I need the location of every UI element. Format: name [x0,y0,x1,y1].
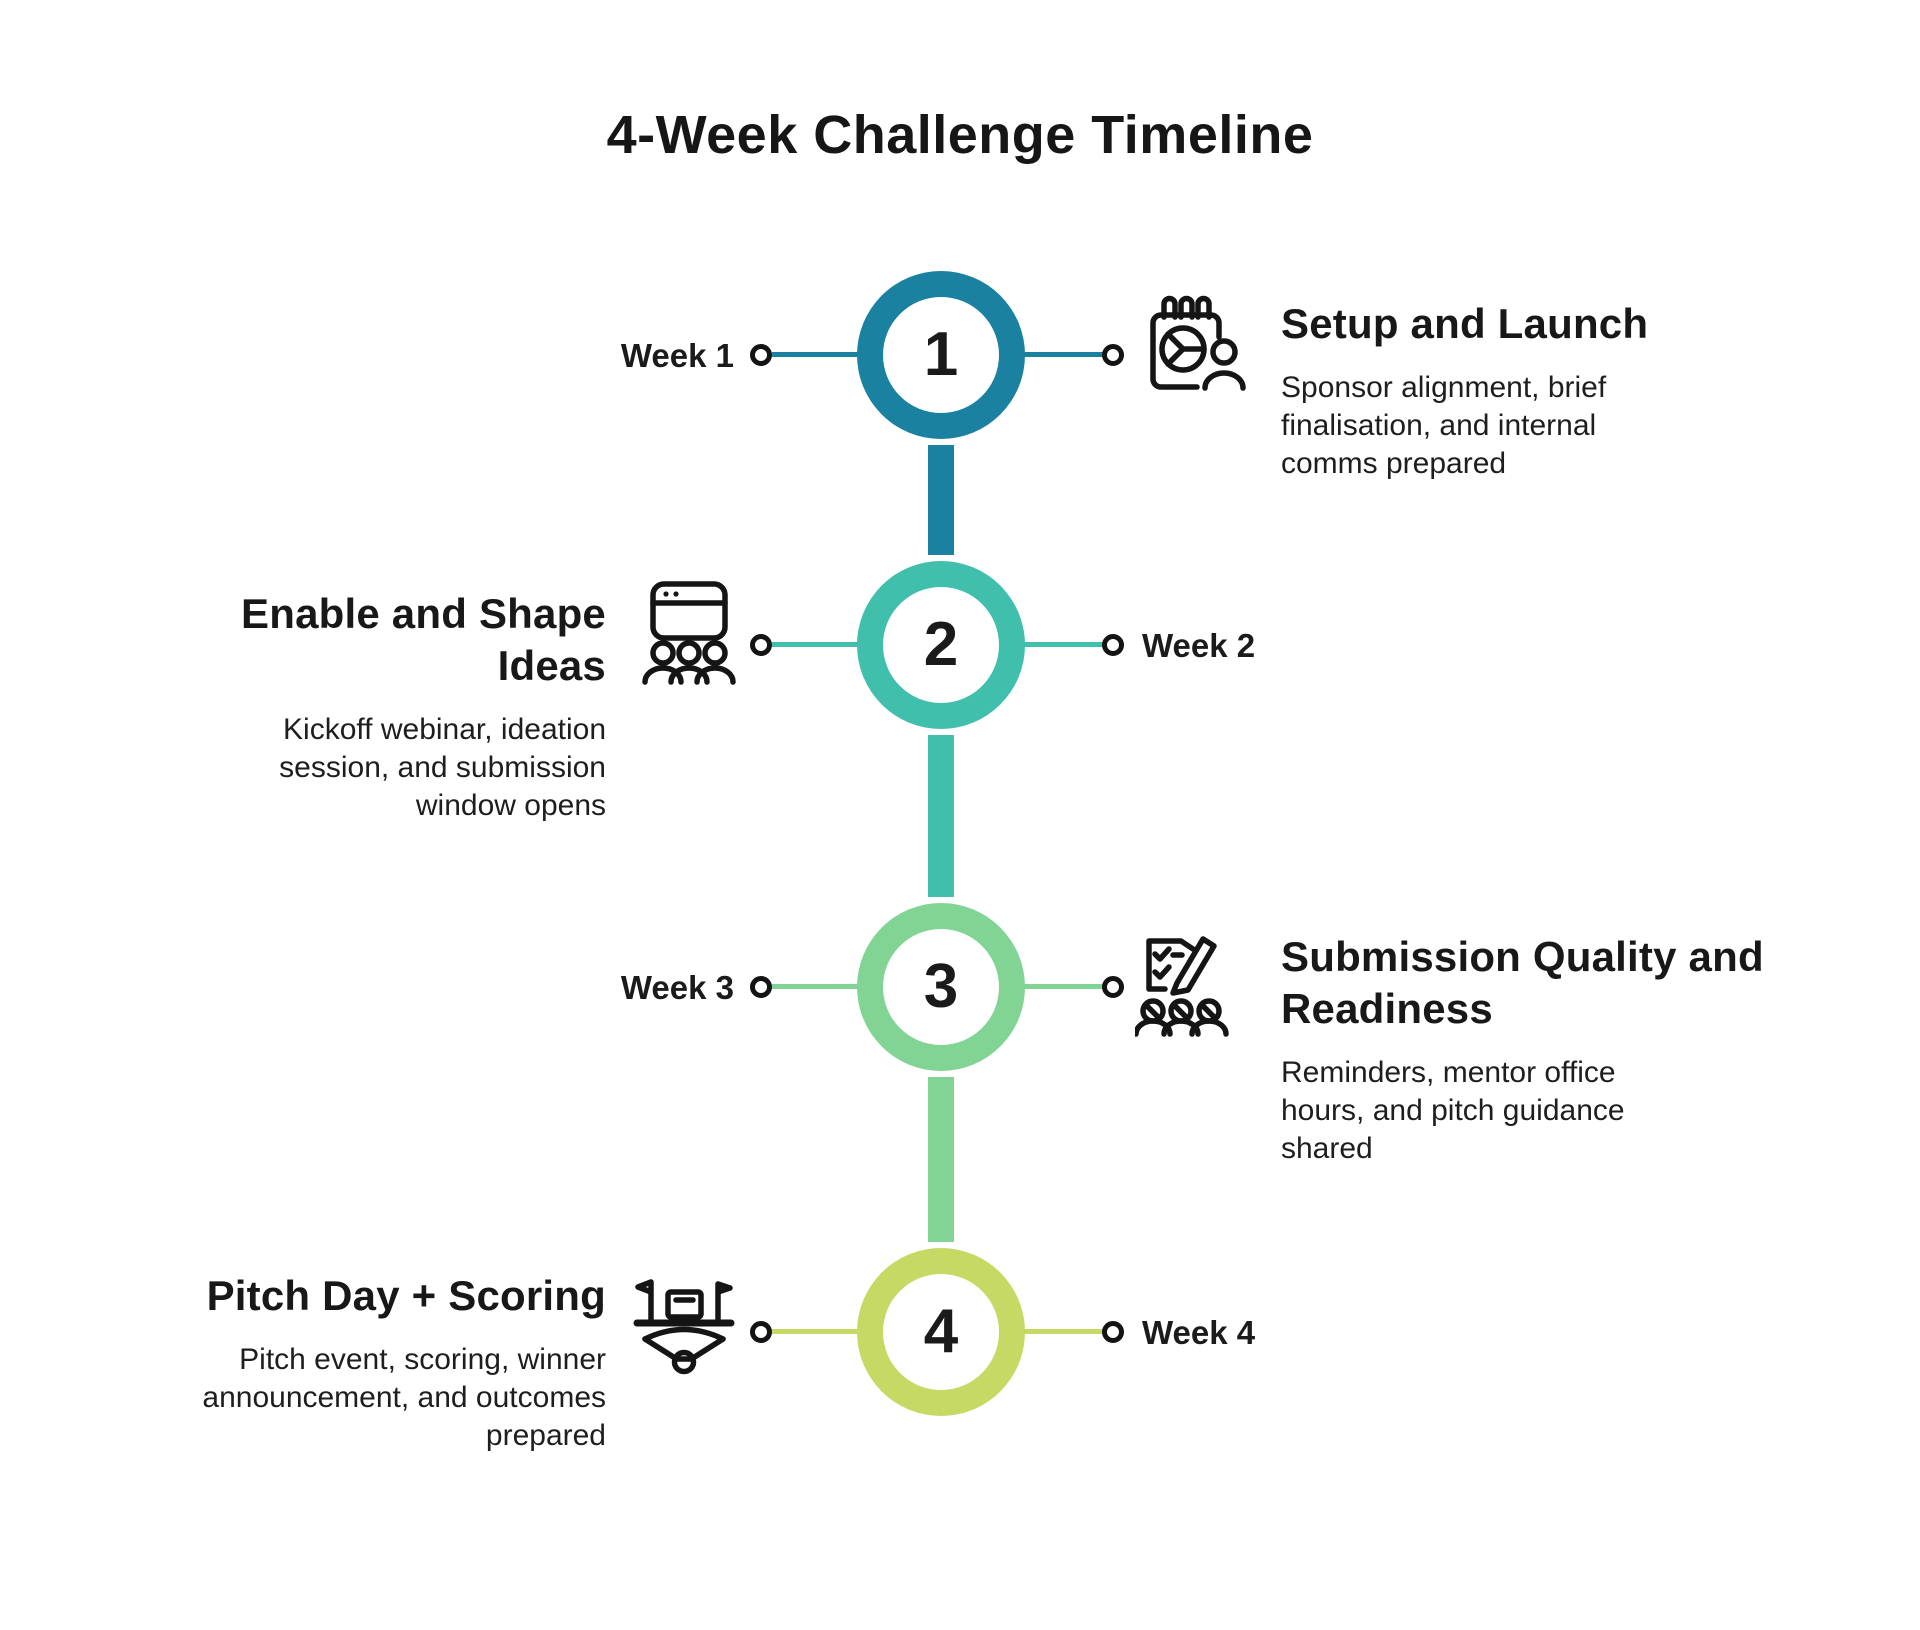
node-circle-4: 4 [857,1248,1025,1416]
spine-segment-1-2 [928,445,954,555]
desc-line: prepared [485,1419,606,1452]
connector-line-right-2 [1024,642,1104,647]
connector-line-right-3 [1024,984,1104,989]
heading-line: Enable and Shape [241,590,606,637]
desc-line: hours, and pitch guidance [1281,1094,1625,1127]
webinar-browser-audience-icon [633,578,743,688]
heading-line: Readiness [1281,985,1493,1032]
desc-line: Sponsor alignment, brief [1281,371,1607,404]
marker-dot-left-2 [750,634,772,656]
desc-line: Pitch event, scoring, winner [239,1343,606,1376]
marker-dot-right-1 [1102,344,1124,366]
heading-line: Setup and Launch [1281,300,1649,347]
desc-line: comms prepared [1281,447,1507,480]
node-description-1: Sponsor alignment, brief finalisation, a… [1281,369,1841,483]
checklist-pencil-audience-icon [1135,927,1245,1037]
spine-segment-3-4 [928,1077,954,1242]
node-description-2: Kickoff webinar, ideation session, and s… [46,711,606,825]
marker-dot-left-4 [750,1321,772,1343]
node-circle-3: 3 [857,903,1025,1071]
node-number-4: 4 [923,1297,959,1366]
node-number-1: 1 [923,320,959,389]
week-label-1: Week 1 [620,337,734,374]
connector-line-left-3 [772,984,858,989]
marker-dot-right-2 [1102,634,1124,656]
connector-line-right-4 [1024,1329,1104,1334]
week-label-4: Week 4 [1142,1314,1256,1351]
node-circle-inner-4: 4 [883,1274,999,1390]
node-circle-inner-1: 1 [883,297,999,413]
node-number-3: 3 [923,952,959,1021]
node-content-4: Pitch Day + Scoring Pitch event, scoring… [46,1270,606,1455]
week-label-2: Week 2 [1142,627,1256,664]
marker-dot-right-3 [1102,976,1124,998]
node-heading-2: Enable and Shape Ideas [46,588,606,692]
page-title: 4-Week Challenge Timeline [606,105,1314,165]
node-content-3: Submission Quality and Readiness Reminde… [1281,931,1841,1168]
desc-line: session, and submission [279,751,606,784]
node-circle-1: 1 [857,271,1025,439]
connector-line-right-1 [1024,352,1104,357]
heading-line: Submission Quality and [1281,933,1764,980]
node-content-2: Enable and Shape Ideas Kickoff webinar, … [46,588,606,825]
desc-line: shared [1281,1132,1373,1165]
node-content-1: Setup and Launch Sponsor alignment, brie… [1281,298,1841,483]
marker-dot-left-1 [750,344,772,366]
marker-dot-left-3 [750,976,772,998]
connector-line-left-4 [772,1329,858,1334]
node-number-2: 2 [923,610,959,679]
node-description-4: Pitch event, scoring, winner announcemen… [46,1341,606,1455]
node-heading-4: Pitch Day + Scoring [46,1270,606,1322]
calendar-pie-person-icon [1139,291,1249,401]
node-description-3: Reminders, mentor office hours, and pitc… [1281,1054,1841,1168]
desc-line: finalisation, and internal [1281,409,1597,442]
marker-dot-right-4 [1102,1321,1124,1343]
desc-line: Reminders, mentor office [1281,1056,1616,1089]
heading-line: Ideas [497,642,606,689]
connector-line-left-1 [772,352,858,357]
node-circle-inner-3: 3 [883,929,999,1045]
spine-segment-2-3 [928,735,954,897]
connector-line-left-2 [772,642,858,647]
node-circle-inner-2: 2 [883,587,999,703]
node-circle-2: 2 [857,561,1025,729]
desc-line: announcement, and outcomes [202,1381,606,1414]
week-label-3: Week 3 [620,969,734,1006]
desc-line: Kickoff webinar, ideation [283,713,606,746]
scoreboard-flags-pitch-icon [629,1273,739,1383]
heading-line: Pitch Day + Scoring [206,1272,606,1319]
desc-line: window opens [415,789,606,822]
node-heading-1: Setup and Launch [1281,298,1841,350]
node-heading-3: Submission Quality and Readiness [1281,931,1841,1035]
